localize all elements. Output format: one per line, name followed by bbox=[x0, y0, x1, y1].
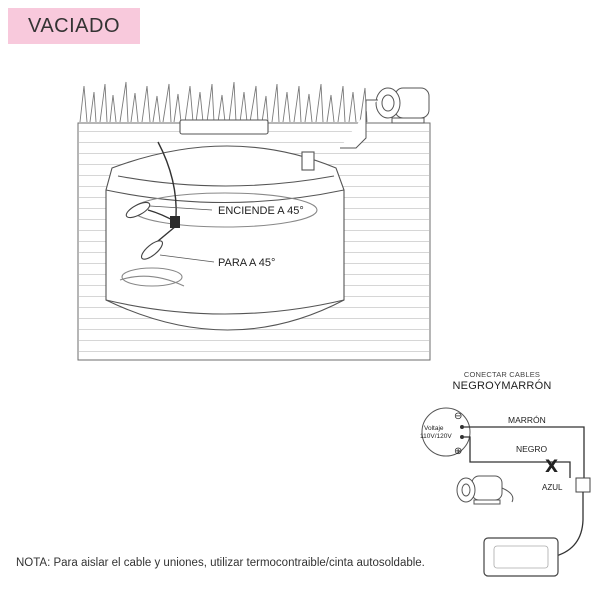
wiring-diagram: ⊖ ⊕ Voltaje 110V/120V MARRÓN NEGRO X AZU… bbox=[420, 407, 591, 577]
black-wire bbox=[464, 436, 571, 478]
cable-weight bbox=[170, 216, 180, 228]
label-black: NEGRO bbox=[516, 444, 548, 454]
junction-box bbox=[575, 477, 591, 493]
section-title-badge: VACIADO bbox=[8, 8, 140, 44]
wiring-pump-icon bbox=[456, 475, 514, 505]
label-brown: MARRÓN bbox=[508, 415, 546, 425]
float-cable-wiring bbox=[555, 492, 584, 557]
brown-wire bbox=[464, 426, 585, 478]
leader-line-off bbox=[159, 254, 215, 263]
minus-terminal: ⊖ bbox=[454, 411, 462, 422]
leader-line-on bbox=[149, 205, 213, 211]
disconnect-x-icon: X bbox=[545, 457, 558, 477]
section-title: VACIADO bbox=[27, 14, 121, 37]
voltage-label: Voltaje bbox=[424, 425, 444, 432]
voltage-value: 110V/120V bbox=[420, 433, 452, 440]
label-turns-on: ENCIENDE A 45° bbox=[218, 205, 304, 217]
float-switch-wiring bbox=[483, 537, 559, 577]
water-tank bbox=[105, 119, 345, 331]
float-switch-upper bbox=[125, 201, 151, 219]
plus-terminal: ⊕ bbox=[454, 446, 462, 457]
float-switch-lower bbox=[140, 240, 164, 260]
label-turns-off: PARA A 45° bbox=[218, 257, 275, 269]
wiring-caption-big: NEGROYMARRÓN bbox=[452, 380, 552, 392]
grass bbox=[79, 81, 368, 123]
installation-note: NOTA: Para aislar el cable y uniones, ut… bbox=[16, 557, 425, 569]
wiring-caption-small: CONECTAR CABLES bbox=[463, 370, 541, 379]
surface-pump bbox=[340, 87, 430, 149]
power-source-circle bbox=[421, 407, 471, 457]
label-blue: AZUL bbox=[542, 483, 563, 492]
